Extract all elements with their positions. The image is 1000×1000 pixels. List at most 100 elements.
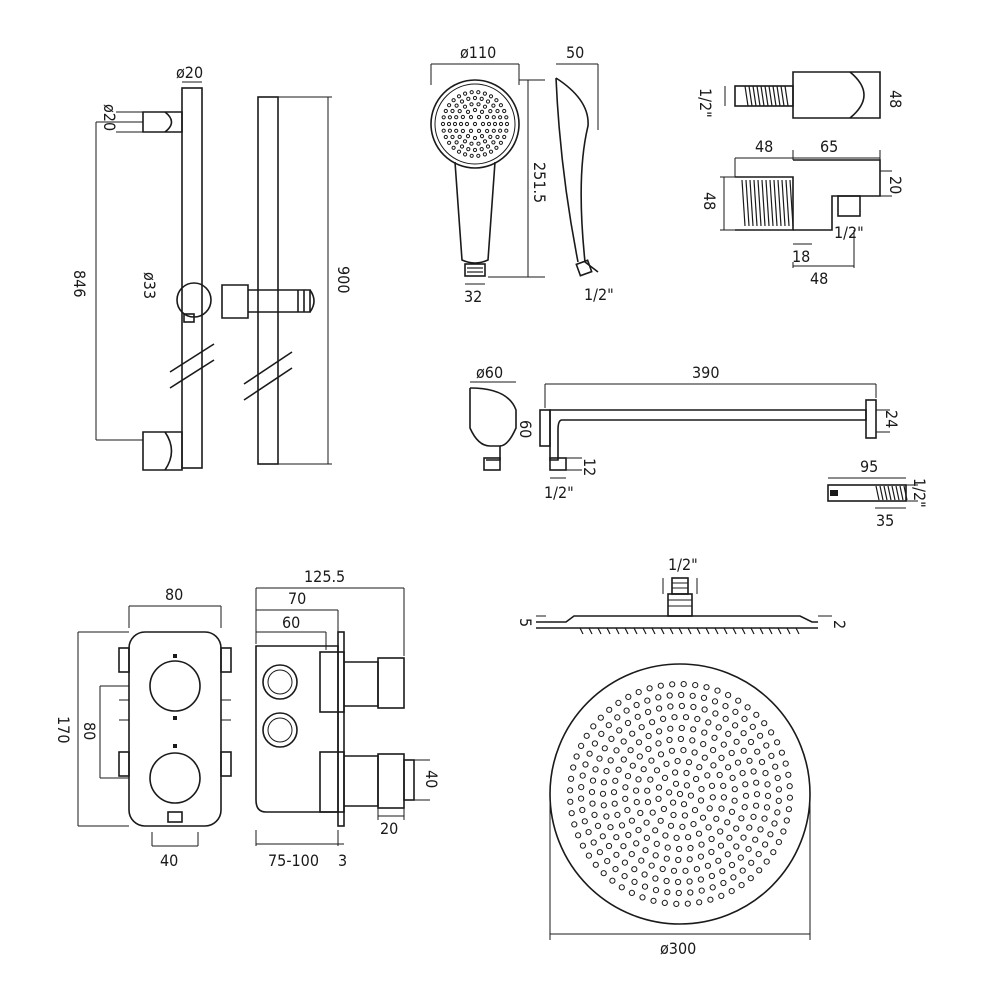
spray-hole [693,775,700,783]
spray-hole [635,776,642,783]
spray-hole [633,787,640,794]
valve-depth-a: 70 [288,589,306,608]
handset-spray-holes [440,90,510,158]
spray-hole [479,147,484,152]
spray-hole [579,806,586,814]
spray-hole [616,727,623,734]
spray-hole [615,699,622,707]
spray-hole [578,784,585,791]
thread-line [891,485,896,501]
spray-hole [745,846,752,853]
spray-hole [728,808,736,816]
wall-outlet-base-width: 48 [810,269,828,288]
spray-hole [618,884,625,891]
spray-hole [700,694,708,702]
spray-hole [706,805,713,812]
spray-hole [662,832,669,839]
spray-hole [744,704,751,711]
spray-hole [748,859,755,866]
spray-hole [628,889,636,897]
spray-hole [581,818,588,825]
spray-hole [486,121,492,127]
spray-hole [700,741,707,748]
spray-hole [465,109,471,115]
spray-hole [443,108,448,114]
spray-hole [740,834,747,841]
spray-hole [683,769,690,777]
thread-line [744,85,749,107]
spray-hole [472,147,478,153]
spray-hole [629,762,636,769]
spray-hole [498,115,503,120]
spray-hole [620,738,627,745]
spray-hole [672,780,680,787]
spray-hole [644,799,652,806]
spray-hole [708,848,715,856]
rail-slider-diameter: ø33 [140,272,159,299]
spray-hole [718,805,725,812]
spray-hole [498,128,503,133]
spray-hole [465,134,471,139]
spray-hole [735,697,742,704]
handset-head-diameter: ø110 [460,43,496,62]
spray-hole [476,102,481,107]
thread-line [748,85,753,107]
spray-hole [734,759,742,766]
spray-hole [592,861,599,868]
shower-head-edge-right: 2 [830,620,849,629]
spray-hole [678,702,686,710]
spray-hole [605,842,613,850]
spray-hole [720,879,727,887]
spray-hole [667,725,674,732]
spray-hole [764,781,771,788]
spray-hole [641,871,648,878]
spray-hole [641,883,649,890]
spray-hole [468,115,474,120]
spray-hole [697,853,705,860]
spray-hole [567,787,574,794]
shower-arm-drawing: ø60 390 60 24 12 1/2" 95 35 1/2" [469,363,929,530]
spray-hole [623,707,630,714]
spray-hole [715,724,722,731]
spray-hole [690,726,697,733]
spray-hole [675,889,682,897]
spray-hole [697,876,705,883]
spray-hole [730,874,737,881]
spray-hole [742,792,750,799]
spray-hole [613,851,620,858]
spray-hole [466,147,471,152]
spray-hole [640,766,647,773]
spray-hole [705,719,712,726]
rail-front-view: 900 [221,96,353,465]
spray-hole [611,800,618,807]
thread-line [761,179,766,227]
spray-hole [596,849,604,856]
spray-hole [722,703,729,710]
spray-hole [482,91,487,96]
spray-hole [649,719,656,726]
spray-hole [450,134,455,140]
nozzle [732,627,737,635]
wall-outlet-drawing: 1/2" 48 48 65 48 20 1/2" 18 48 [696,71,905,288]
spray-hole [686,856,693,863]
spray-hole [643,834,651,842]
rail-top-diameter: ø20 [176,63,203,82]
spray-hole [635,739,643,746]
valve-bottom-width: 40 [160,851,178,870]
spray-hole [621,859,629,866]
wall-outlet-width-a: 48 [755,137,773,156]
nozzle [588,627,593,635]
spray-hole [750,813,757,821]
thread-line [879,485,884,501]
spray-hole [756,867,763,874]
spray-hole [733,738,740,745]
spray-hole [709,794,716,801]
spray-hole [704,772,711,779]
spray-hole [491,140,496,145]
spray-hole [644,787,651,794]
spray-hole [612,866,619,873]
spray-hole [733,843,740,850]
spray-hole [603,813,610,820]
spray-hole [701,754,708,761]
spray-hole [652,887,660,894]
